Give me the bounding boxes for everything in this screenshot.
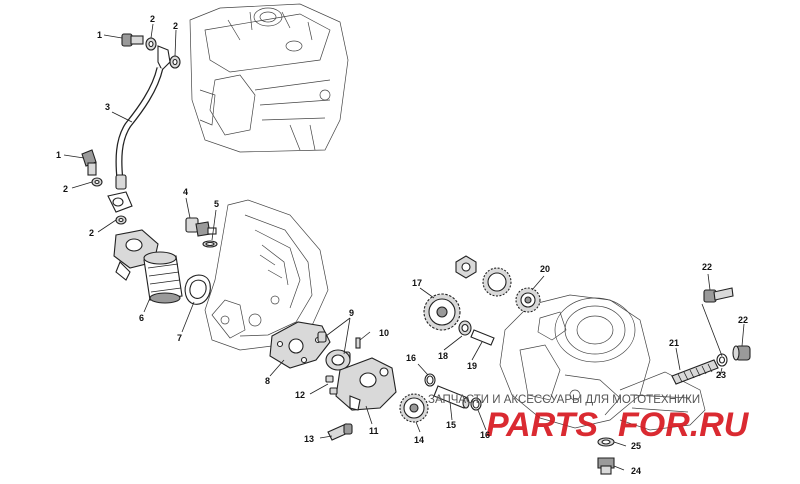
callout-7: 7 — [177, 333, 182, 343]
callout-21: 21 — [669, 338, 679, 348]
oil-pump-body — [335, 357, 397, 411]
banjo-fitting-lower — [107, 191, 133, 213]
drain-plug-washer — [597, 437, 615, 447]
callout-12: 12 — [295, 390, 305, 400]
callout-2: 2 — [89, 228, 94, 238]
callout-3: 3 — [105, 102, 110, 112]
leader-lines — [63, 23, 745, 471]
watermark-tagline: ЗАПЧАСТИ И АКСЕССУАРЫ ДЛЯ МОТОТЕХНИКИ — [428, 394, 700, 406]
circlip-b — [470, 397, 482, 411]
crank-gear — [482, 267, 512, 297]
callout-2: 2 — [173, 21, 178, 31]
callout-1: 1 — [56, 150, 61, 160]
banjo-bolt-lower — [81, 149, 97, 176]
callout-25: 25 — [631, 441, 641, 451]
callout-16: 16 — [406, 353, 416, 363]
engine-head-outline — [189, 3, 349, 153]
callout-18: 18 — [438, 351, 448, 361]
callout-5: 5 — [214, 199, 219, 209]
banjo-bolt-top — [121, 33, 144, 47]
callout-17: 17 — [412, 278, 422, 288]
callout-9: 9 — [349, 308, 354, 318]
callout-4: 4 — [183, 187, 188, 197]
locating-pin — [355, 337, 361, 349]
callout-11: 11 — [369, 426, 379, 436]
relief-valve-washer — [716, 353, 728, 367]
engine-crankcase-outline — [499, 294, 706, 431]
callout-2: 2 — [63, 184, 68, 194]
pump-screw — [327, 423, 353, 441]
oil-pump-driven-gear — [515, 287, 541, 313]
circlip-a — [424, 373, 436, 387]
watermark: ЗАПЧАСТИ И АКСЕССУАРЫ ДЛЯ МОТОТЕХНИКИ PA… — [428, 394, 750, 444]
filter-o-ring — [184, 274, 211, 305]
callout-22: 22 — [702, 262, 712, 272]
sealing-washer-lower — [91, 177, 127, 225]
callout-2: 2 — [150, 14, 155, 24]
callout-13: 13 — [304, 434, 314, 444]
callout-6: 6 — [139, 313, 144, 323]
pump-rotors — [325, 349, 351, 371]
callout-16: 16 — [480, 430, 490, 440]
callout-10: 10 — [379, 328, 389, 338]
oil-filter — [143, 251, 183, 304]
callout-14: 14 — [414, 435, 424, 445]
intermediate-gear — [423, 293, 461, 331]
callout-22: 22 — [738, 315, 748, 325]
relief-valve-plug — [732, 345, 751, 361]
watermark-brand-left: PARTS — [486, 406, 598, 444]
gear-shaft — [470, 329, 495, 346]
callout-20: 20 — [540, 264, 550, 274]
relief-valve-spring — [671, 359, 719, 385]
pump-pins — [325, 375, 338, 395]
oil-hose — [115, 45, 171, 190]
watermark-brand-right: FOR.RU — [618, 406, 750, 444]
callout-24: 24 — [631, 466, 641, 476]
callout-15: 15 — [446, 420, 456, 430]
callout-23: 23 — [716, 370, 726, 380]
relief-valve-bolt-top — [703, 287, 734, 303]
callout-1: 1 — [97, 30, 102, 40]
sensor-o-ring — [202, 240, 218, 248]
crank-nut — [455, 255, 477, 279]
pump-shaft — [433, 385, 470, 409]
callout-8: 8 — [265, 376, 270, 386]
drain-plug — [597, 457, 615, 475]
pump-drive-gear — [399, 393, 429, 423]
pump-gasket — [269, 321, 331, 369]
oil-pressure-sensor — [185, 217, 217, 237]
callout-19: 19 — [467, 361, 477, 371]
callout-labels: 1 2 2 3 1 2 2 4 5 6 7 8 9 10 11 12 13 14… — [56, 14, 748, 476]
gear-bush — [458, 320, 472, 336]
